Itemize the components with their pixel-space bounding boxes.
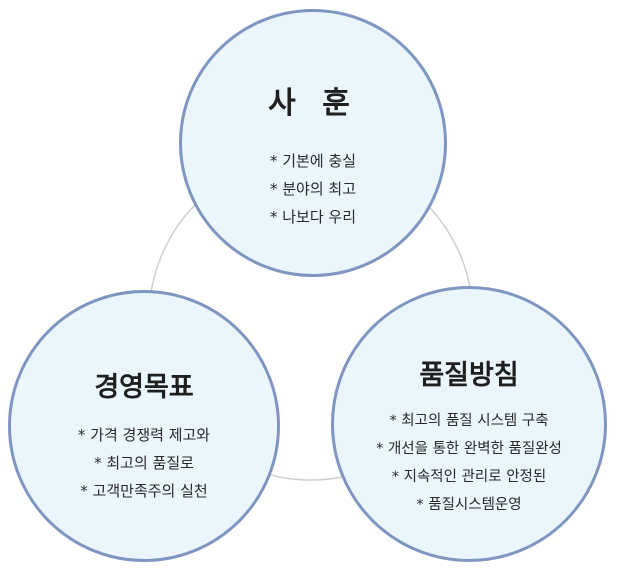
list-item: * 개선을 통한 완벽한 품질완성: [376, 441, 562, 457]
circle-title-business-goal: 경영목표: [94, 372, 194, 403]
circle-items-quality-policy: * 최고의 품질 시스템 구축 * 개선을 통한 완벽한 품질완성 * 지속적인…: [334, 407, 604, 519]
list-item: * 고객만족주의 실천: [80, 482, 208, 500]
list-item: * 지속적인 관리로 안정된: [391, 469, 547, 485]
circle-company-motto: 사 훈 * 기본에 충실 * 분야의 최고 * 나보다 우리: [179, 9, 447, 277]
circle-title-company-motto: 사 훈: [268, 86, 358, 121]
list-item: * 기본에 충실: [269, 152, 357, 170]
list-item: * 분야의 최고: [269, 180, 357, 198]
circle-quality-policy: 품질방침 * 최고의 품질 시스템 구축 * 개선을 통한 완벽한 품질완성 *…: [331, 286, 607, 562]
list-item: * 나보다 우리: [269, 208, 357, 226]
list-item: * 최고의 품질로: [94, 454, 194, 472]
list-item: * 최고의 품질 시스템 구축: [389, 413, 549, 429]
circle-business-goal: 경영목표 * 가격 경쟁력 제고와 * 최고의 품질로 * 고객만족주의 실천: [8, 290, 280, 562]
list-item: * 가격 경쟁력 제고와: [77, 426, 211, 444]
circle-title-quality-policy: 품질방침: [419, 360, 519, 391]
list-item: * 품질시스템운영: [416, 497, 522, 513]
circle-items-company-motto: * 기본에 충실 * 분야의 최고 * 나보다 우리: [182, 147, 444, 231]
circle-items-business-goal: * 가격 경쟁력 제고와 * 최고의 품질로 * 고객만족주의 실천: [11, 421, 277, 505]
